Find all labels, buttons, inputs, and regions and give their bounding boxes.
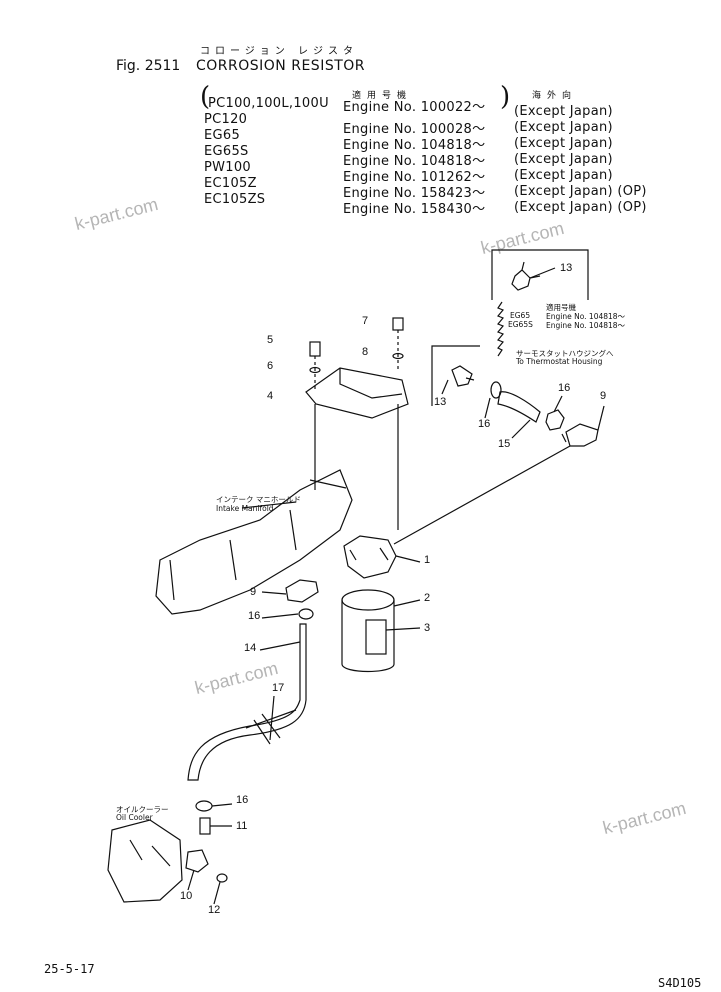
footer-code: S4D105 [658,976,702,990]
part-number-2: 2 [424,592,431,604]
inset-top-engine-1: Engine No. 104818～ [546,312,626,321]
part-number-16-mid: 16 [478,418,491,430]
part-number-11: 11 [236,820,248,832]
oil-cooler-label-jp: オイルクーラー [116,805,169,814]
inset-mid-frame [431,345,480,406]
inset-mid-sensor [451,365,475,387]
intake-manifold-label-jp: インテーク マニホールド [216,495,301,504]
filter-top [341,589,395,611]
engine-row-2: Engine No. 100028～ [343,122,486,137]
page-title: CORROSION RESISTOR [196,58,366,74]
inset-top-engine-2: Engine No. 104818～ [546,321,626,330]
intake-manifold [155,469,353,615]
inset-mid-note-en: To Thermostat Housing [516,357,603,366]
title-japanese: コロージョン レジスタ [200,46,358,57]
elbow-9-bottom [285,579,319,603]
oil-cooler-label-en: Oil Cooler [116,813,153,822]
part-number-15: 15 [498,438,511,450]
filter-body-2 [341,600,395,673]
part-number-10: 10 [180,890,193,902]
washer-8 [392,352,404,360]
inset-mid-part-number: 13 [434,396,447,408]
dest-row-7: (Except Japan) (OP) [514,200,647,215]
engine-row-4: Engine No. 104818～ [343,154,486,169]
part-number-1: 1 [424,554,431,566]
part-number-7: 7 [362,315,369,327]
model-row-4: EG65S [204,144,249,159]
connector-11 [199,817,211,835]
part-number-14: 14 [244,642,257,654]
engine-row-1: Engine No. 100022～ [343,100,486,115]
part-number-17: 17 [272,682,285,694]
bolt-7 [392,317,404,331]
clamp-16-ring [490,381,502,399]
inset-top-frame [491,249,589,300]
part-number-9-top: 9 [600,390,607,402]
engine-row-6: Engine No. 158423～ [343,186,486,201]
oil-cooler [107,819,183,903]
hose-15 [497,391,541,423]
model-row-6: EC105Z [204,176,257,191]
dest-row-1: (Except Japan) [514,104,613,119]
engine-row-3: Engine No. 104818～ [343,138,486,153]
nut-16 [545,409,565,431]
model-row-1: PC100,100L,100U [208,96,329,111]
model-row-3: EG65 [204,128,241,143]
part-number-16-bottom: 16 [236,794,249,806]
intake-manifold-label-en: Intake Manifold [216,504,274,513]
part-number-12: 12 [208,904,221,916]
dest-row-2: (Except Japan) [514,120,613,135]
inset-top-note-jp: 適用号機 [546,303,576,312]
clamp-16-lower [195,800,213,812]
washer-6 [309,366,321,374]
bolt-5 [309,341,321,357]
inset-top-model-2: EG65S [508,320,533,329]
model-row-7: EC105ZS [204,192,266,207]
part-number-6: 6 [267,360,274,372]
model-row-2: PC120 [204,112,248,127]
adapter-10 [185,849,209,873]
label-3 [365,619,387,655]
dest-row-6: (Except Japan) (OP) [514,184,647,199]
part-number-8: 8 [362,346,369,358]
close-bracket: ) [500,82,511,112]
engine-row-7: Engine No. 158430～ [343,202,486,217]
open-bracket: ( [200,82,211,112]
dest-row-5: (Except Japan) [514,168,613,183]
spiral-hose [497,301,504,357]
dest-row-3: (Except Japan) [514,136,613,151]
part-number-5: 5 [267,334,274,346]
elbow-9-top [561,423,599,447]
engine-row-5: Engine No. 101262～ [343,170,486,185]
destination-header-japanese: 海外向 [532,91,578,101]
footer-date: 25-5-17 [44,962,95,976]
hose-14 [187,623,307,781]
serial-header-japanese: 適用号機 [352,91,413,101]
figure-number: Fig. 2511 [116,58,181,74]
model-row-5: PW100 [204,160,252,175]
part-number-4: 4 [267,390,274,402]
inset-top-model-1: EG65 [510,311,531,320]
inset-mid-note-jp: サーモスタットハウジングへ [516,349,614,358]
part-number-3: 3 [424,622,431,634]
nut-16-lower [298,608,314,620]
dest-row-4: (Except Japan) [514,152,613,167]
washer-12 [216,873,228,883]
part-number-16-lower: 16 [248,610,261,622]
bracket-4 [305,367,409,419]
inset-top-part-number: 13 [560,262,573,274]
part-number-16-top: 16 [558,382,571,394]
filter-head-1 [343,535,397,579]
part-number-9-bottom: 9 [250,586,257,598]
